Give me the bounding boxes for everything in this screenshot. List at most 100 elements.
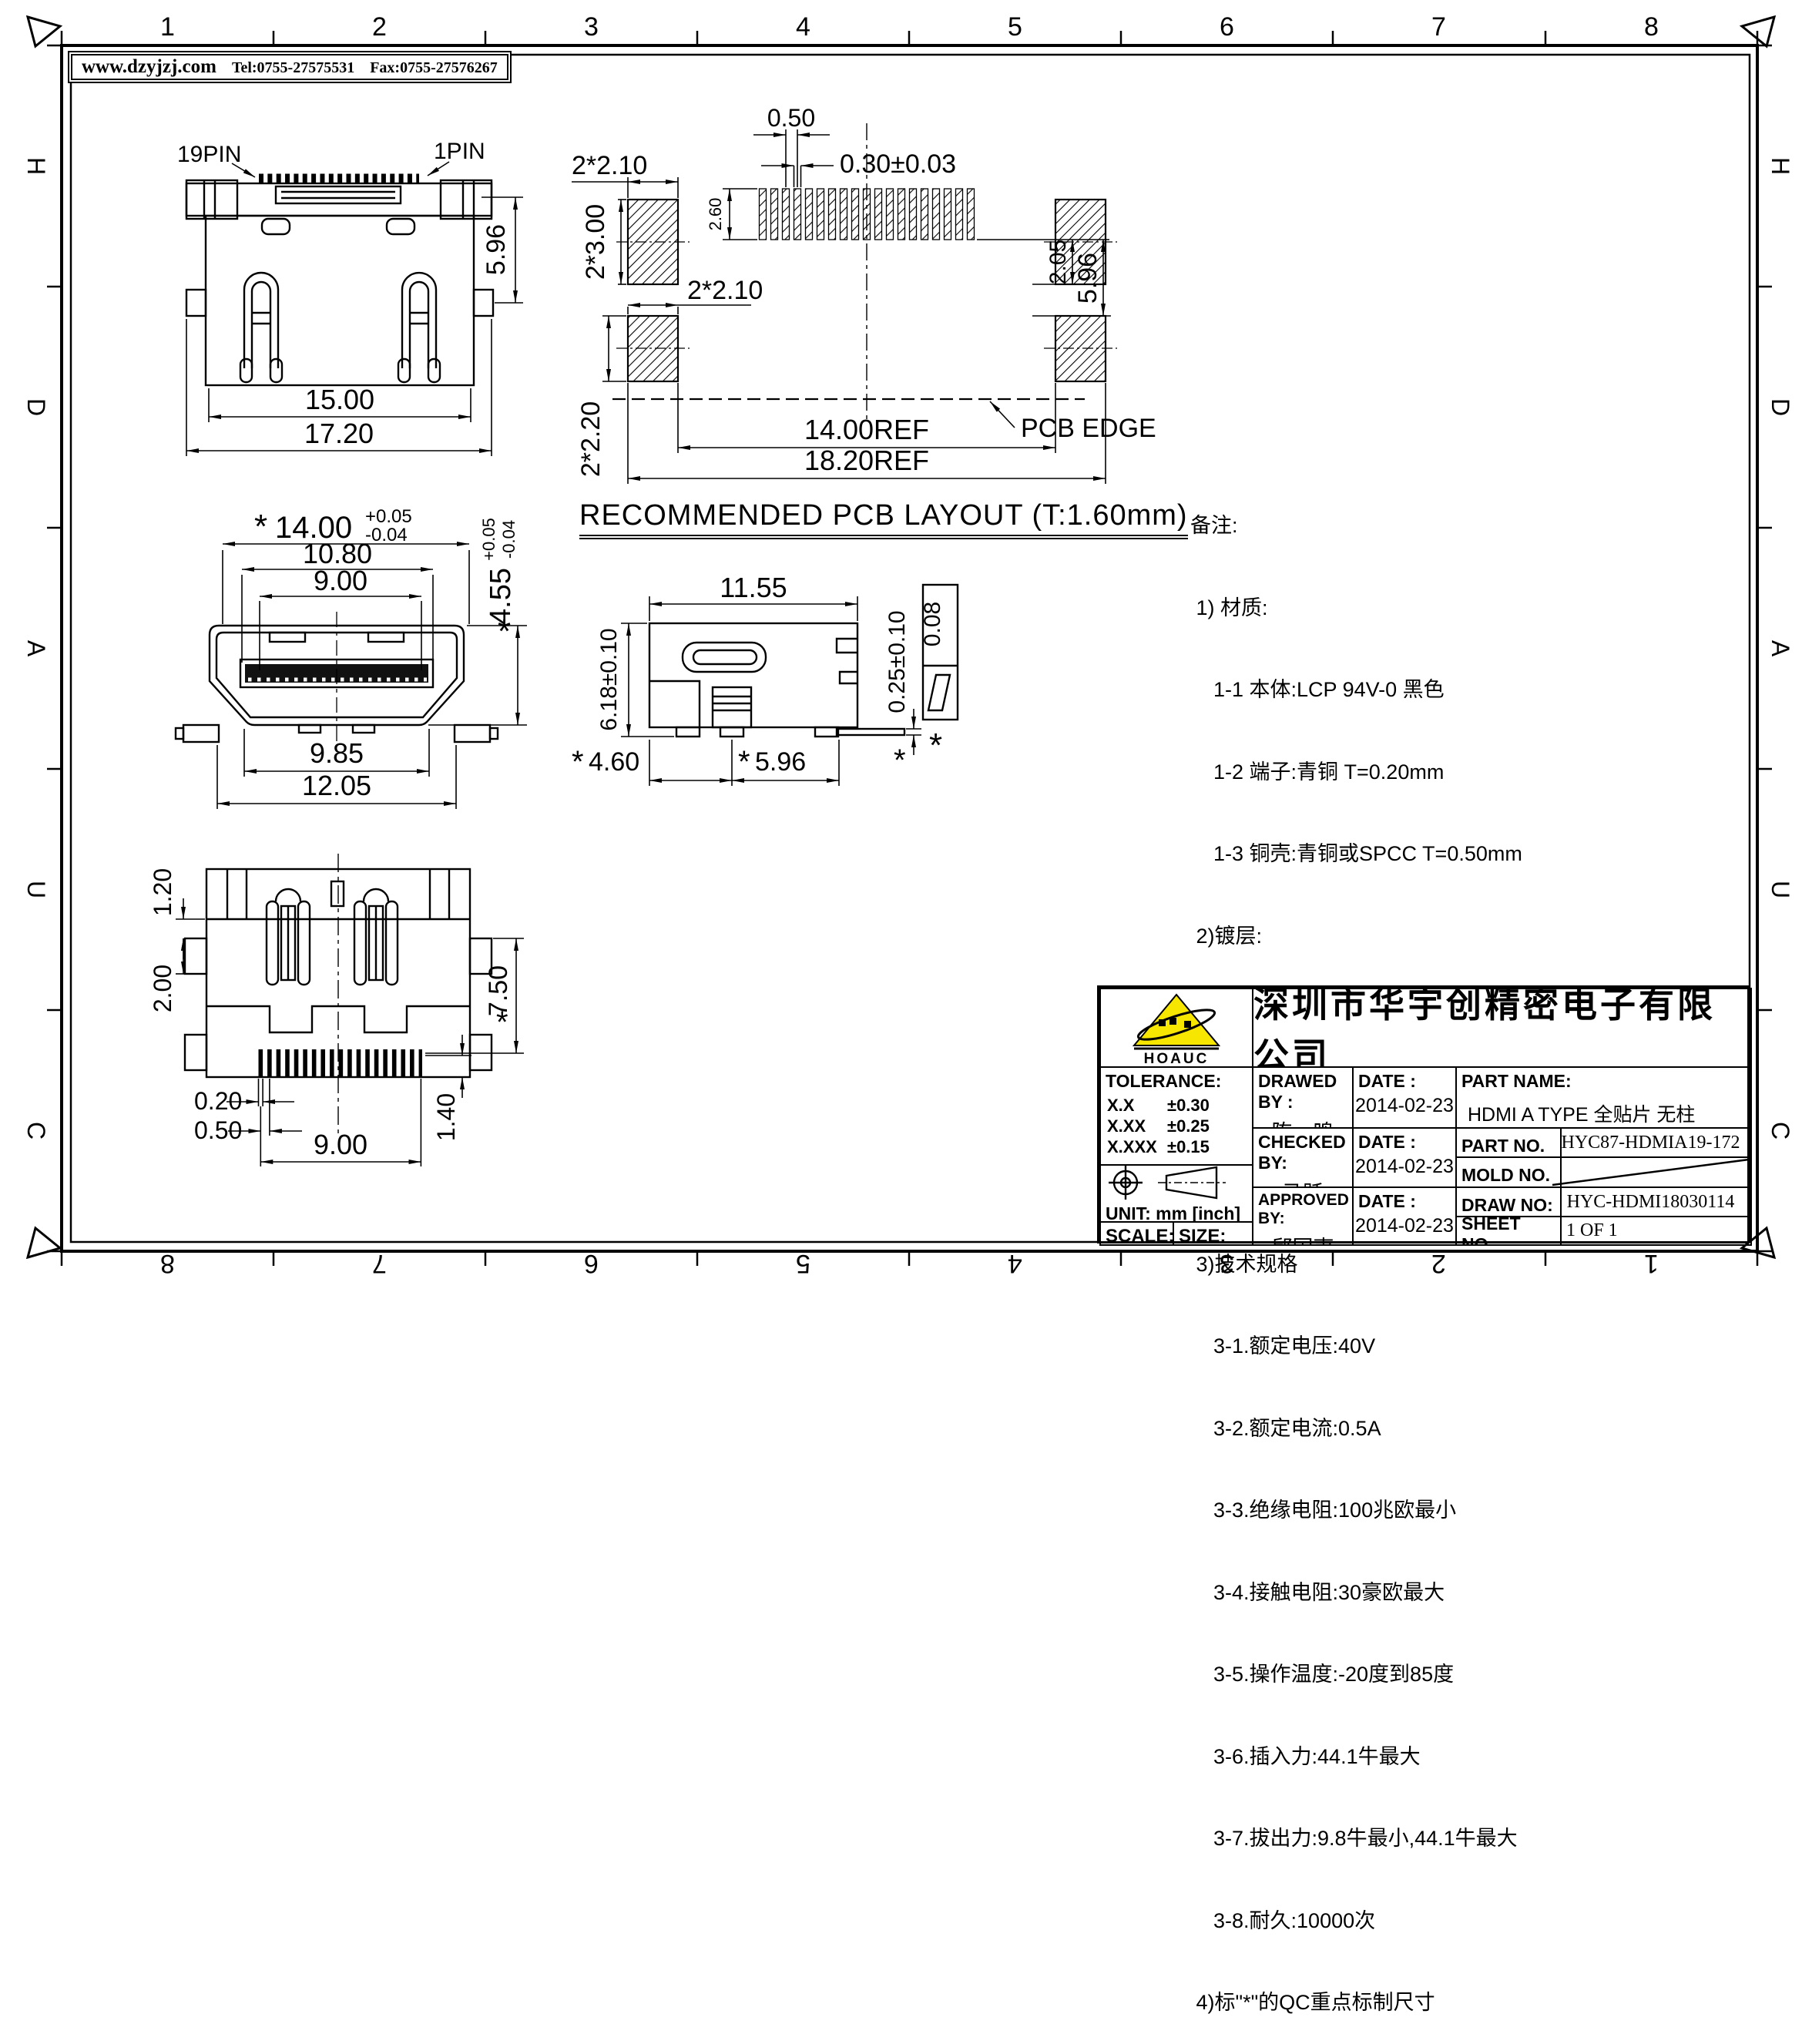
dim-label: 2.05 <box>1045 240 1071 284</box>
front-view-geometry <box>174 612 499 743</box>
top-view-labels: 19PIN 1PIN 5.96 15.00 17.20 <box>177 139 511 449</box>
note-line: 1-1 本体:LCP 94V-0 黑色 <box>1190 678 1445 701</box>
dim-label: 1.20 <box>149 868 176 916</box>
col-label: 7 <box>372 1249 387 1278</box>
drawed-by-label: DRAWED BY : <box>1258 1071 1337 1112</box>
bottom-view-drawing: 1.20 2.00 7.50 * 1.40 0.20 0.50 9.00 <box>149 854 524 1166</box>
col-label: 4 <box>1008 1249 1022 1278</box>
fax-text: Fax:0755-27576267 <box>370 59 498 76</box>
col-label: 3 <box>584 12 599 42</box>
col-label: 8 <box>1644 12 1659 42</box>
dim-label: 6.18±0.10 <box>596 628 622 730</box>
side-view-labels: 11.55 6.18±0.10 * 4.60 * 5.96 0.25±0.10 … <box>572 572 945 779</box>
dim-label: 9.00 <box>314 565 367 596</box>
qc-star: * <box>929 727 942 764</box>
pcb-dim-lines <box>572 129 1111 484</box>
mold-no-label: MOLD NO. <box>1457 1158 1562 1186</box>
tolerance-box: TOLERANCE: X.X±0.30 X.XX±0.25 X.XXX±0.15… <box>1099 1066 1253 1166</box>
checked-by-name: 马跃 <box>1253 1176 1352 1186</box>
dim-label: 2*3.00 <box>581 204 610 280</box>
dim-label: 14.00REF <box>804 414 929 445</box>
part-no-value: HYC87-HDMIA19-172 <box>1561 1132 1740 1153</box>
qc-star: * <box>894 743 906 777</box>
tol-key: X.XXX <box>1107 1137 1157 1156</box>
drawed-by-name: 陈一鸣 <box>1253 1116 1352 1127</box>
checked-by-label: CHECKED BY: <box>1258 1132 1346 1173</box>
company-name: 深圳市华宇创精密电子有限公司 <box>1252 988 1752 1068</box>
pcb-geometry <box>612 123 1117 424</box>
checked-by-cell: CHECKED BY: 马跃 <box>1252 1127 1354 1188</box>
tol-key: X.X <box>1107 1096 1135 1115</box>
checked-date: 2014-02-23 <box>1355 1156 1454 1177</box>
sheet-no-value: 1 OF 1 <box>1566 1220 1618 1240</box>
dim-label: 0.50 <box>194 1116 242 1144</box>
date-label: DATE : <box>1358 1071 1416 1091</box>
note-line: 3-3.绝缘电阻:100兆欧最小 <box>1190 1499 1457 1522</box>
dim-label: 7.50 <box>484 965 513 1016</box>
dim-label: 4.55 <box>485 568 517 625</box>
qc-star: * <box>572 745 584 779</box>
size-label: SIZE: A4 <box>1173 1221 1253 1246</box>
dim-tol-minus: -0.04 <box>499 520 518 559</box>
title-block: HOAUC 深圳市华宇创精密电子有限公司 TOLERANCE: X.X±0.30… <box>1097 985 1752 1246</box>
note-line: 1-3 铜壳:青铜或SPCC T=0.50mm <box>1190 842 1522 865</box>
dim-label: 0.30±0.03 <box>840 149 956 179</box>
note-line: 3-5.操作温度:-20度到85度 <box>1190 1663 1455 1686</box>
logo-text: HOAUC <box>1144 1051 1210 1067</box>
tol-key: X.XX <box>1107 1116 1146 1136</box>
qc-star: * <box>738 745 750 779</box>
corner-marks <box>25 15 1777 1260</box>
dim-label: 5.96 <box>755 747 806 777</box>
front-view-labels: * 14.00 +0.05 -0.04 10.80 9.00 4.55 +0.0… <box>254 506 518 801</box>
approved-by-name: 邱国夷 <box>1253 1231 1352 1244</box>
bottom-view-dim-lines <box>176 898 524 1166</box>
front-view-dim-lines <box>216 542 527 809</box>
qc-star: * <box>498 613 511 650</box>
dim-label: 5.96 <box>482 224 511 275</box>
approved-by-label: APPROVED BY: <box>1258 1191 1349 1227</box>
part-name-label: PART NAME: <box>1461 1071 1572 1091</box>
pcb-layout-drawing: 0.50 0.30±0.03 2.60 2*2.10 2*3.00 2.05 5… <box>572 104 1156 484</box>
hoauc-logo-icon: HOAUC <box>1132 993 1221 1067</box>
note-line: 1) 材质: <box>1190 596 1268 619</box>
draw-no-label: DRAW NO: <box>1457 1188 1562 1216</box>
row-label: H <box>1767 156 1795 176</box>
draw-no-row: DRAW NO: HYC-HDMI18030114 <box>1455 1186 1752 1217</box>
note-line: 3-1.额定电压:40V <box>1190 1334 1376 1358</box>
dim-label: 17.20 <box>304 418 374 449</box>
date-label: DATE : <box>1358 1191 1416 1211</box>
contact-header-box: www.dzyjzj.com Tel:0755-27575531 Fax:075… <box>68 51 512 83</box>
dim-label: 0.20 <box>194 1087 242 1115</box>
row-label: D <box>22 398 51 417</box>
side-view-drawing: 11.55 6.18±0.10 * 4.60 * 5.96 0.25±0.10 … <box>572 572 959 786</box>
frame-lines <box>25 15 1777 1266</box>
col-label: 5 <box>796 1249 810 1278</box>
flatness-value: 0.08 <box>920 602 945 646</box>
sheet-no-row: SHEET NO. 1 OF 1 <box>1455 1216 1752 1246</box>
note-line: 3-7.拔出力:9.8牛最小,44.1牛最大 <box>1190 1827 1518 1850</box>
dim-label: 5.96 <box>1073 253 1102 304</box>
dim-label: 2*2.10 <box>572 151 647 180</box>
date-label: DATE : <box>1358 1132 1416 1152</box>
side-view-geometry <box>648 622 906 738</box>
dim-tol-plus: +0.05 <box>479 518 498 561</box>
dim-label: 12.05 <box>302 770 371 801</box>
bottom-view-geometry <box>183 854 493 1137</box>
part-no-row: PART NO. HYC87-HDMIA19-172 <box>1455 1127 1752 1158</box>
row-label: C <box>22 1121 51 1140</box>
col-label: 2 <box>372 12 387 42</box>
dim-label: 9.00 <box>314 1129 367 1160</box>
top-view-dim-lines <box>186 161 523 456</box>
pin19-label: 19PIN <box>177 142 241 167</box>
sheet-no-label: SHEET NO. <box>1457 1217 1562 1244</box>
note-line: 3-6.插入力:44.1牛最大 <box>1190 1744 1421 1768</box>
dim-label: 2.00 <box>149 965 176 1012</box>
note-line: 3)技术规格 <box>1190 1252 1298 1276</box>
tol-val: ±0.25 <box>1167 1116 1210 1136</box>
approved-by-cell: APPROVED BY: 邱国夷 <box>1252 1186 1354 1246</box>
part-no-label: PART NO. <box>1457 1129 1562 1156</box>
dim-label: 2*2.10 <box>687 276 763 305</box>
dim-label: 14.00 <box>275 511 352 545</box>
website-text: www.dzyjzj.com <box>82 56 216 77</box>
dim-label: 0.50 <box>767 104 815 132</box>
